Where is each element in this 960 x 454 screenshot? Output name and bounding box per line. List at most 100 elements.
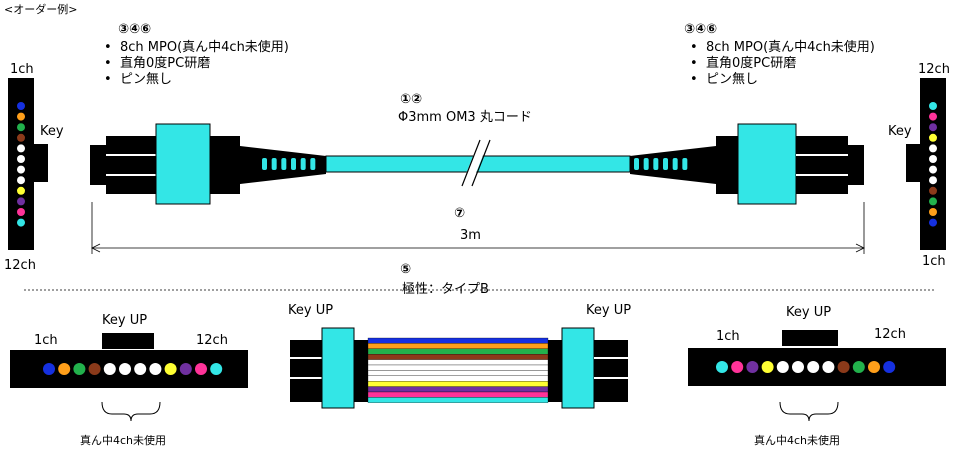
fiber-dot	[929, 186, 937, 195]
fiber-dot	[929, 208, 937, 216]
fiber-dot	[731, 361, 744, 373]
fiber-dot	[17, 208, 25, 216]
fiber-dot	[929, 133, 937, 142]
bottom-left-12ch: 12ch	[196, 333, 228, 348]
fiber-dot	[43, 363, 55, 375]
fiber-dot	[149, 363, 162, 375]
boot-segment	[271, 158, 277, 170]
left-mpo-connector	[90, 123, 326, 205]
fiber-dot	[929, 123, 937, 132]
fiber-dot	[17, 186, 25, 195]
cable-body	[325, 136, 631, 187]
boot-segment	[653, 158, 659, 170]
bottom-right-1ch: 1ch	[716, 329, 740, 344]
left-spec-list: 8ch MPO(真ん中4ch未使用) 直角0度PC研磨 ピン無し	[104, 40, 289, 88]
bottom-ribbon-cable	[290, 327, 628, 409]
right-spec-item: 直角0度PC研磨	[690, 56, 875, 72]
ribbon-stripe	[367, 364, 549, 371]
length-number: ⑦	[454, 206, 466, 221]
bottom-right-unused: 真ん中4ch未使用	[754, 434, 841, 447]
right-face-bottom-label: 1ch	[922, 254, 946, 269]
fiber-dot	[58, 363, 71, 375]
fiber-dot	[134, 363, 147, 375]
boot-segment	[262, 158, 267, 170]
ribbon-stripe	[367, 337, 549, 344]
ribbon-stripe	[367, 391, 549, 398]
fiber-dot	[195, 363, 207, 375]
fiber-dot	[929, 197, 937, 206]
fiber-dot	[17, 176, 25, 185]
fiber-dot	[929, 144, 937, 153]
cable-numbers: ①②	[400, 92, 423, 107]
fiber-dot	[17, 123, 25, 132]
bottom-right-face	[688, 330, 946, 422]
fiber-dot	[88, 363, 101, 375]
fiber-dot	[17, 197, 25, 206]
fiber-dot	[761, 361, 774, 373]
boot-segment	[310, 158, 316, 170]
fiber-dot	[883, 361, 896, 373]
bottom-left-1ch: 1ch	[34, 333, 58, 348]
fiber-dot	[17, 144, 25, 153]
boot-segment	[663, 158, 668, 170]
ribbon-stripe	[367, 386, 549, 393]
bottom-left-unused: 真ん中4ch未使用	[80, 434, 167, 447]
ribbon-stripe	[367, 375, 549, 382]
left-spec-numbers: ③④⑥	[118, 22, 152, 37]
fiber-dot	[119, 363, 131, 375]
boot-segment	[634, 158, 639, 170]
boot-segment	[291, 158, 296, 170]
right-mpo-connector	[630, 123, 864, 205]
left-face-bottom-label: 12ch	[4, 258, 36, 273]
left-connector-face	[8, 78, 48, 250]
fiber-dot	[210, 363, 223, 375]
boot-segment	[682, 158, 688, 170]
boot-segment	[281, 158, 287, 170]
fiber-dot	[929, 112, 937, 121]
right-connector-face	[906, 78, 946, 250]
fiber-dot	[103, 363, 116, 375]
fiber-dot	[716, 361, 728, 373]
fiber-dot	[776, 361, 789, 373]
fiber-dot	[17, 165, 25, 174]
fiber-dot	[929, 165, 937, 174]
left-face-key-label: Key	[40, 124, 64, 139]
fiber-dot	[73, 363, 86, 375]
polarity-number: ⑤	[400, 262, 412, 277]
bottom-left-face	[10, 333, 248, 422]
fiber-dot	[179, 363, 192, 375]
right-spec-item: ピン無し	[690, 72, 875, 88]
fiber-dot	[164, 363, 177, 375]
ribbon-right-keyup: Key UP	[586, 303, 632, 318]
fiber-dot	[17, 218, 25, 227]
fiber-dot	[852, 361, 865, 373]
fiber-dot	[17, 155, 25, 163]
right-face-key-label: Key	[888, 124, 912, 139]
page-title: <オーダー例>	[4, 3, 78, 16]
fiber-dot	[792, 361, 804, 373]
length-value: 3m	[460, 228, 481, 243]
ribbon-stripe	[367, 359, 549, 366]
fiber-dot	[17, 112, 25, 121]
left-spec-item: ピン無し	[104, 72, 289, 88]
left-spec-item: 8ch MPO(真ん中4ch未使用)	[104, 40, 289, 56]
fiber-dot	[929, 218, 937, 227]
boot-segment	[672, 158, 678, 170]
ribbon-stripe	[367, 348, 549, 355]
fiber-dot	[807, 361, 820, 373]
fiber-dot	[929, 155, 937, 163]
right-face-top-label: 12ch	[918, 62, 950, 77]
left-spec-item: 直角0度PC研磨	[104, 56, 289, 72]
ribbon-left-keyup: Key UP	[288, 303, 334, 318]
ribbon-stripe	[367, 343, 549, 349]
fiber-dot	[17, 102, 25, 110]
fiber-dot	[837, 361, 850, 373]
right-spec-list: 8ch MPO(真ん中4ch未使用) 直角0度PC研磨 ピン無し	[690, 40, 875, 88]
fiber-dot	[868, 361, 880, 373]
ribbon-stripe	[367, 354, 549, 360]
fiber-dot	[17, 133, 25, 142]
ribbon-stripe	[367, 381, 549, 387]
right-spec-item: 8ch MPO(真ん中4ch未使用)	[690, 40, 875, 56]
fiber-dot	[929, 176, 937, 185]
